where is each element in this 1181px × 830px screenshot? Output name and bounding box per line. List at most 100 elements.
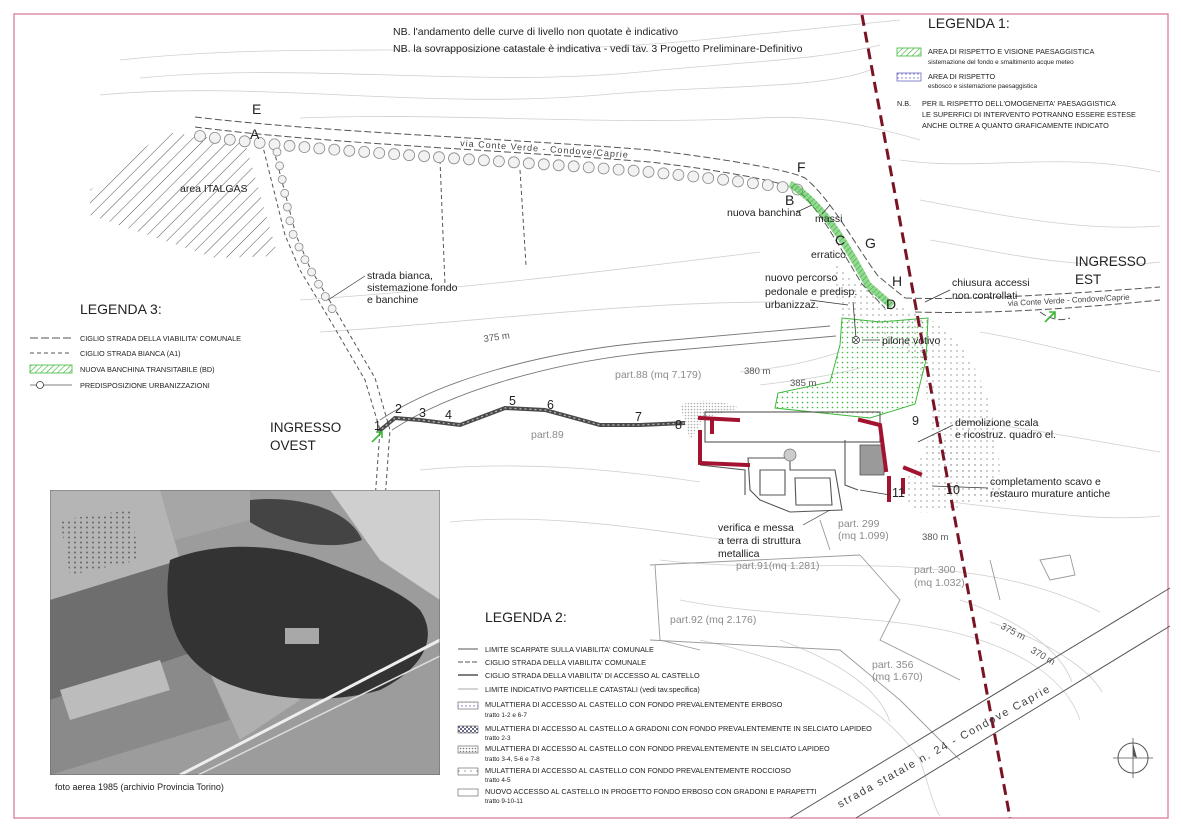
contour-label-380-north: 380 m xyxy=(744,366,770,377)
route-stop-3: 3 xyxy=(419,406,426,420)
entrance-east-line-2: EST xyxy=(1075,272,1101,287)
legend-1-nb-line-1: PER IL RISPETTO DELL'OMOGENEITA' PAESAGG… xyxy=(922,99,1116,108)
parcel-299-area: (mq 1.099) xyxy=(838,530,889,542)
tree-symbol xyxy=(657,167,670,180)
legend-2-path-1-sub: tratto 1-2 e 6-7 xyxy=(485,712,527,719)
north-arrow-icon xyxy=(1113,738,1153,778)
legend-2-line-4: LIMITE INDICATIVO PARTICELLE CATASTALI (… xyxy=(485,685,700,694)
ramp-area xyxy=(680,400,740,440)
legend-2-path-2-sub: tratto 2-3 xyxy=(485,735,511,742)
entrance-east-line-1: INGRESSO xyxy=(1075,254,1146,269)
route-stop-7: 7 xyxy=(635,410,642,424)
tree-symbol xyxy=(373,147,386,159)
parcel-356-area: (mq 1.670) xyxy=(872,671,923,683)
legend-1-item-1-sub: sistemazione del fondo e smaltimento acq… xyxy=(928,59,1074,66)
entrance-west-line-1: INGRESSO xyxy=(270,420,341,435)
tree-symbol xyxy=(492,155,505,168)
grounding-label-line-2: a terra di struttura xyxy=(718,535,801,547)
tree-symbol xyxy=(313,142,326,155)
tree-symbol xyxy=(285,216,295,226)
tree-symbol xyxy=(537,158,550,171)
tree-symbol xyxy=(314,279,323,289)
legend-2-path-2-label: MULATTIERA DI ACCESSO AL CASTELLO A GRAD… xyxy=(485,724,872,733)
legend-2-line-1: LIMITE SCARPATE SULLA VIABILITA' COMUNAL… xyxy=(485,645,654,654)
legend-3-item-3: NUOVA BANCHINA TRANSITABILE (BD) xyxy=(80,365,215,374)
tree-symbol xyxy=(343,144,356,157)
tree-symbol xyxy=(253,136,266,149)
route-stop-4: 4 xyxy=(445,408,452,422)
tree-symbol xyxy=(702,172,715,185)
tree-symbol xyxy=(747,177,759,190)
castle xyxy=(697,411,923,513)
boulders-label: massi xyxy=(815,213,842,225)
contour-label-375-north: 375 m xyxy=(483,330,511,345)
erratic-label: erratico xyxy=(811,249,846,261)
tree-symbol xyxy=(552,159,565,172)
photo-caption: foto aerea 1985 (archivio Provincia Tori… xyxy=(55,782,224,792)
legend-3-symbol-3 xyxy=(29,364,73,374)
legend-1-item-2-sub: esbosco e sistemazione paesaggistica xyxy=(928,83,1038,90)
road-label-statale: strada statale n. 24 - Condove Caprie xyxy=(836,683,1054,811)
west-entrance-arrow xyxy=(371,431,383,443)
tree-symbol xyxy=(403,149,416,162)
tree-symbol xyxy=(687,170,700,183)
tree-symbol xyxy=(280,188,290,198)
tree-symbol xyxy=(732,175,744,188)
sheet-frame xyxy=(13,13,1169,819)
landscape-area xyxy=(774,317,929,419)
tree-symbol xyxy=(328,143,341,156)
tree-symbol xyxy=(282,202,292,212)
tree-symbol xyxy=(672,168,685,181)
route-stop-6: 6 xyxy=(547,398,554,412)
grounding-label-line-3: metallica xyxy=(718,548,760,560)
tree-symbol xyxy=(194,130,206,142)
parcel-299: part. 299 xyxy=(838,518,880,530)
legend-3-item-4: PREDISPOSIZIONE URBANIZZAZIONI xyxy=(80,381,210,390)
footpath-label-line-2: pedonale e predisp. xyxy=(765,286,857,298)
legend-2-path-3-label: MULATTIERA DI ACCESSO AL CASTELLO CON FO… xyxy=(485,744,830,753)
point-d: D xyxy=(886,296,896,312)
tree-symbol xyxy=(761,179,774,192)
tree-symbol xyxy=(208,131,221,144)
legend-3-urbanization-icon xyxy=(36,381,44,389)
entrance-west-line-2: OVEST xyxy=(270,438,316,453)
tree-row-west xyxy=(277,152,334,312)
route-stop-10: 10 xyxy=(946,483,960,497)
point-b: B xyxy=(785,192,794,208)
tree-symbol xyxy=(327,304,337,314)
tree-symbol xyxy=(642,165,655,178)
legend-2-title: LEGENDA 2: xyxy=(485,609,567,625)
legend-2: LEGENDA 2: LIMITE SCARPATE SULLA VIABILI… xyxy=(457,609,872,805)
route-stop-1: 1 xyxy=(374,419,381,433)
legend-3: LEGENDA 3: CIGLIO STRADA DELLA VIABILITA… xyxy=(29,301,241,390)
white-road-label-line-1: strada bianca, xyxy=(367,270,433,282)
tree-symbol xyxy=(567,160,580,173)
point-c: C xyxy=(835,232,845,248)
route-stop-9: 9 xyxy=(912,414,919,428)
parcel-92: part.92 (mq 2.176) xyxy=(670,614,756,626)
tree-symbol xyxy=(223,133,236,146)
trees xyxy=(194,130,804,314)
tree-symbol xyxy=(463,153,475,166)
tree-symbol xyxy=(717,173,729,186)
italgas-area xyxy=(90,132,278,258)
tree-symbol xyxy=(508,156,520,169)
point-g: G xyxy=(865,235,876,251)
contour-label-380-south: 380 m xyxy=(922,532,948,543)
route-stop-8: 8 xyxy=(675,418,682,432)
legend-1-nb-line-3: ANCHE OLTRE A QUANTO GRAFICAMENTE INDICA… xyxy=(922,121,1109,130)
legend-1-blue-swatch xyxy=(896,72,922,82)
tree-symbol xyxy=(388,148,401,161)
legend-2-path-5-label: NUOVO ACCESSO AL CASTELLO IN PROGETTO FO… xyxy=(485,787,817,796)
white-road-label-line-3: e banchine xyxy=(367,294,419,306)
leader-lines xyxy=(327,204,989,526)
legend-2-path-4-sub: tratto 4-5 xyxy=(485,777,511,784)
parcel-boundaries xyxy=(649,519,1076,761)
tree-symbol xyxy=(612,163,625,176)
route-stop-2: 2 xyxy=(395,402,402,416)
tree-symbol xyxy=(298,141,311,154)
closure-label-line-1: chiusura accessi xyxy=(952,277,1030,289)
parcel-300-area: (mq 1.032) xyxy=(914,577,965,589)
new-shoulder-hatch xyxy=(788,180,895,309)
legend-1-item-2-label: AREA DI RISPETTO xyxy=(928,72,995,81)
